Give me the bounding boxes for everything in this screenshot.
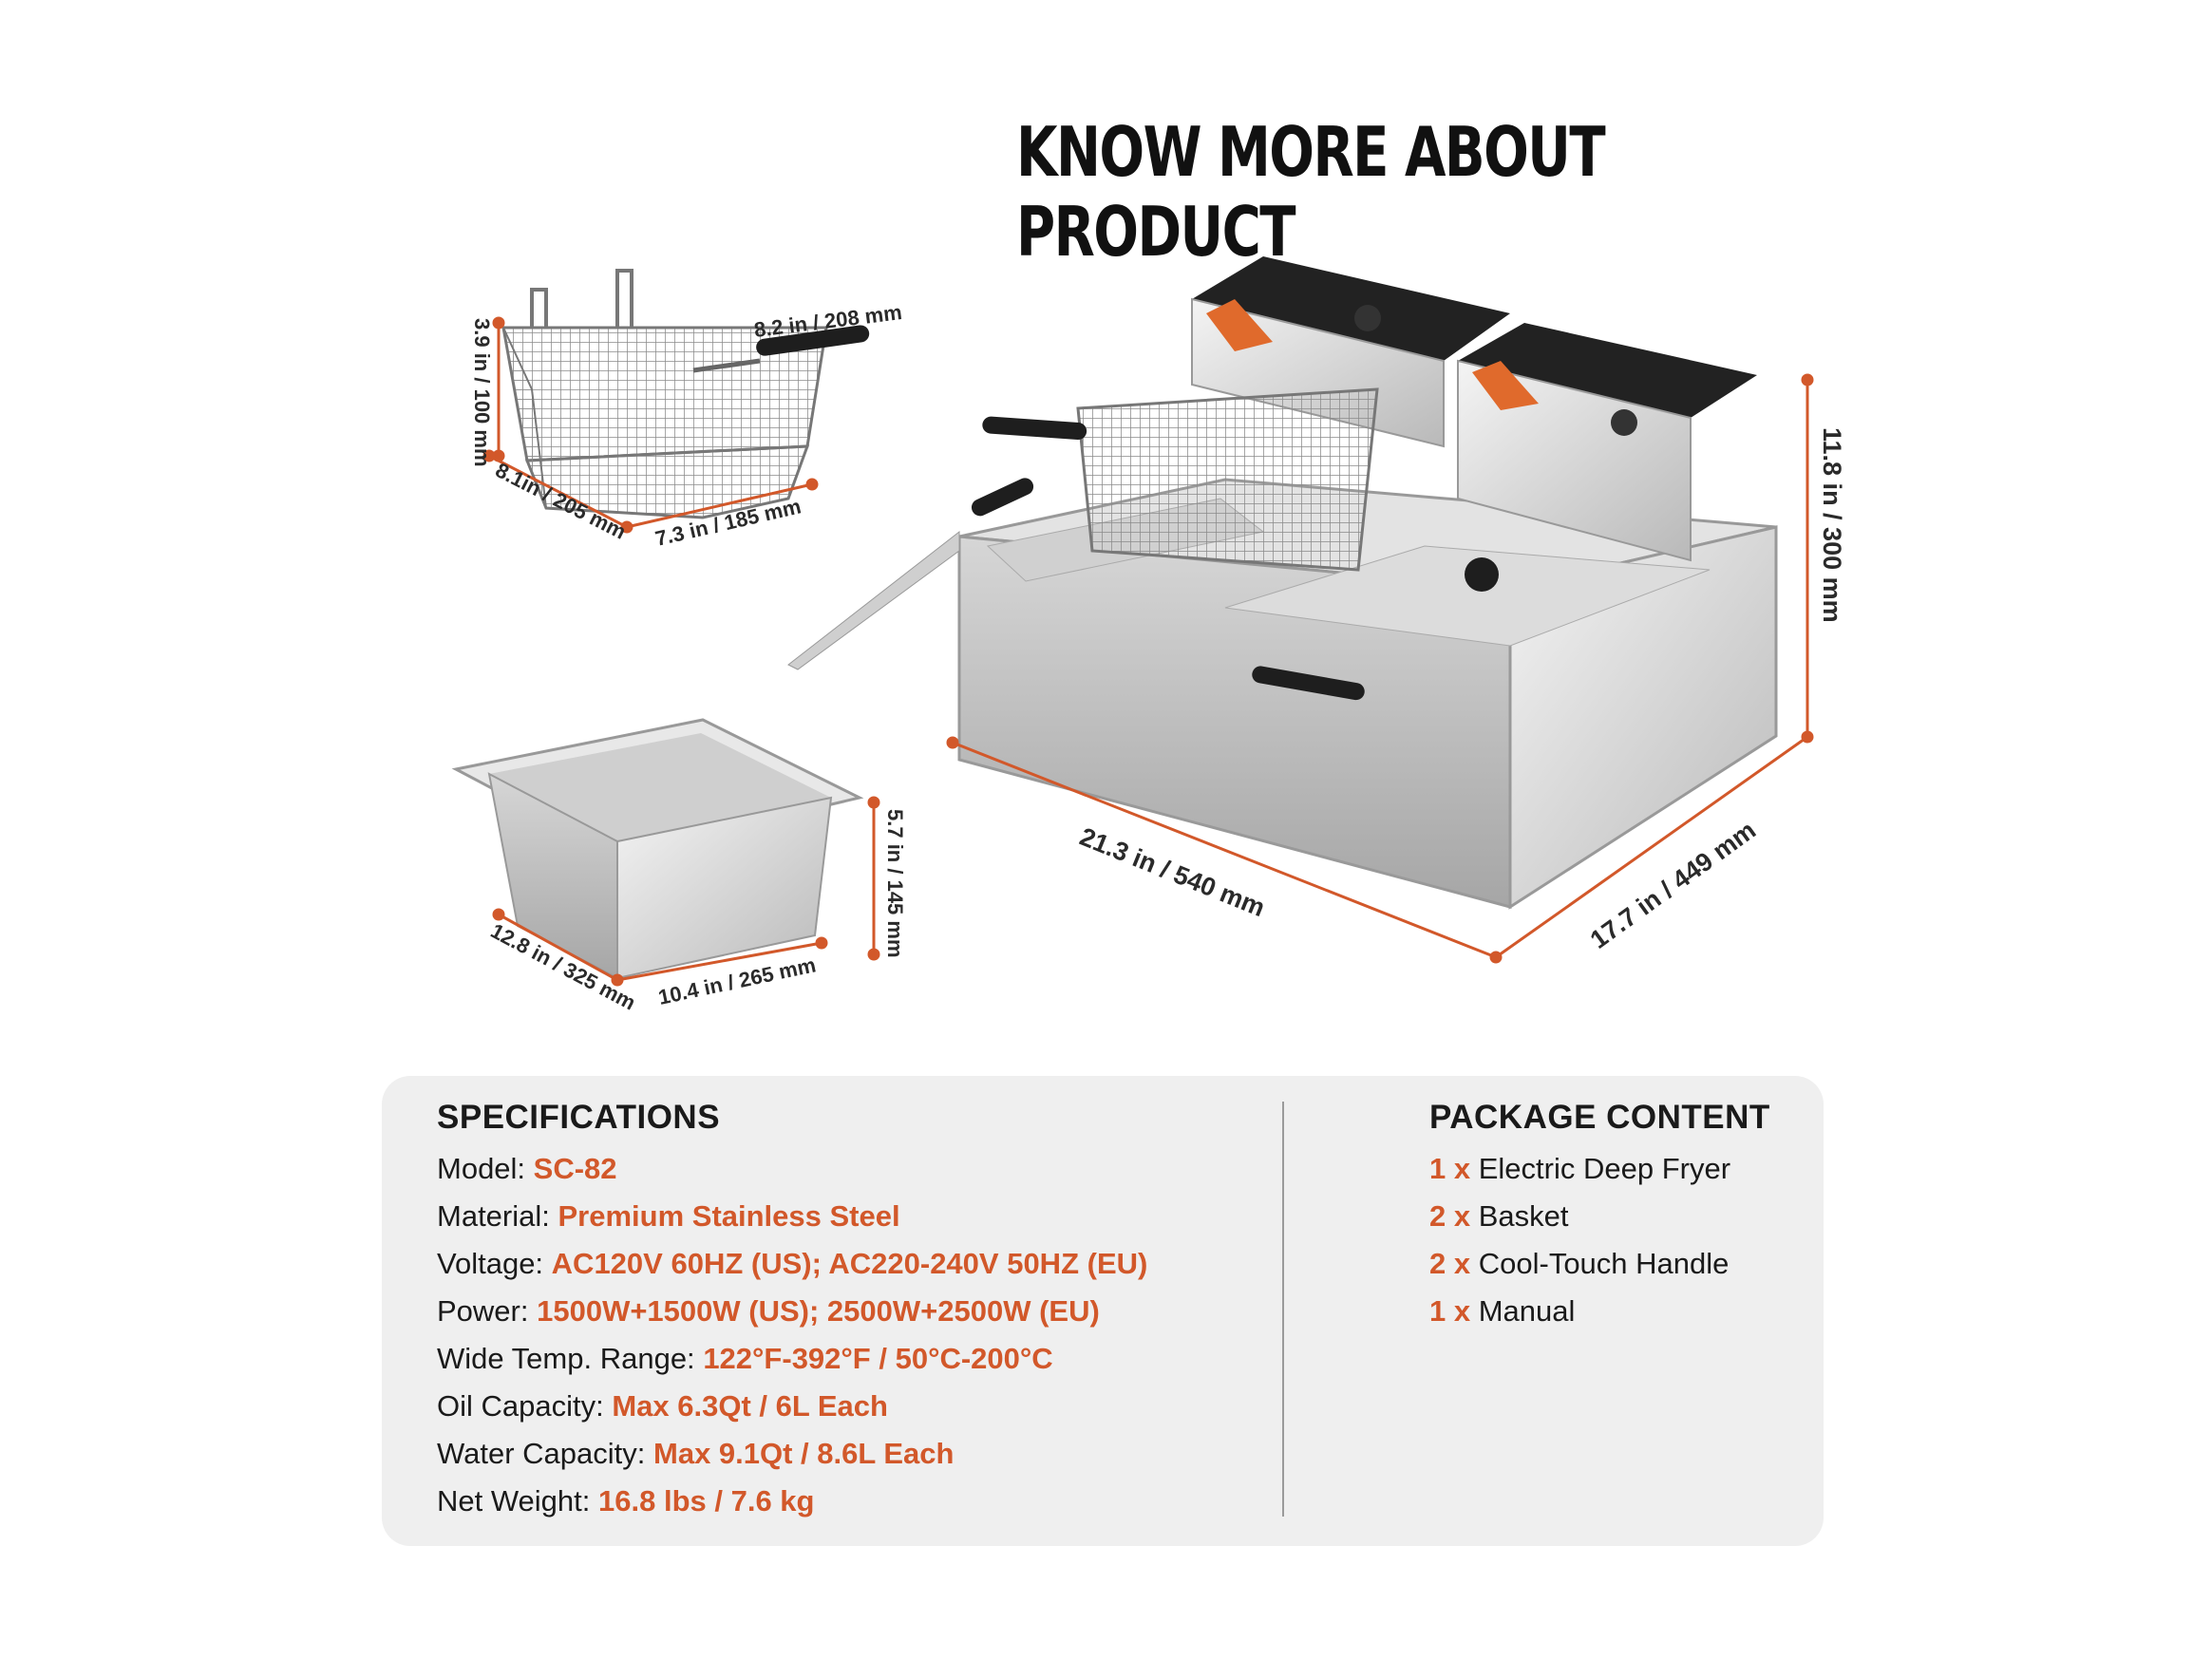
spec-row: Power: 1500W+1500W (US); 2500W+2500W (EU… [437,1294,1100,1328]
package-item: 2 x Basket [1429,1199,1569,1233]
fryer-image [787,256,1778,910]
spec-row: Oil Capacity: Max 6.3Qt / 6L Each [437,1389,888,1423]
package-content-section: PACKAGE CONTENT 1 x Electric Deep Fryer … [1429,1092,1770,1335]
spec-row: Voltage: AC120V 60HZ (US); AC220-240V 50… [437,1247,1148,1280]
package-item: 1 x Electric Deep Fryer [1429,1152,1731,1185]
pot-height-label: 5.7 in / 145 mm [883,809,907,958]
basket-height-label: 3.9 in / 100 mm [470,318,494,467]
spec-row: Material: Premium Stainless Steel [437,1199,900,1233]
spec-row: Water Capacity: Max 9.1Qt / 8.6L Each [437,1437,955,1470]
info-panel [382,1076,1824,1546]
fryer-width-label: 21.3 in / 540 mm [1076,822,1269,922]
basket-image [501,269,870,519]
specifications-section: SPECIFICATIONS Model: SC-82 Material: Pr… [437,1092,1147,1525]
package-item: 2 x Cool-Touch Handle [1429,1247,1730,1280]
dimension-lines [482,316,1814,987]
spec-row: Wide Temp. Range: 122°F-392°F / 50°C-200… [437,1342,1053,1375]
page-title: KNOW MORE ABOUT PRODUCT [1016,112,1606,272]
fryer-height-label: 11.8 in / 300 mm [1818,427,1846,623]
panel-divider [1282,1102,1284,1517]
specifications-heading: SPECIFICATIONS [437,1099,721,1136]
package-item: 1 x Manual [1429,1294,1576,1328]
spec-row: Net Weight: 16.8 lbs / 7.6 kg [437,1484,815,1518]
spec-row: Model: SC-82 [437,1152,617,1185]
package-content-heading: PACKAGE CONTENT [1429,1099,1770,1136]
